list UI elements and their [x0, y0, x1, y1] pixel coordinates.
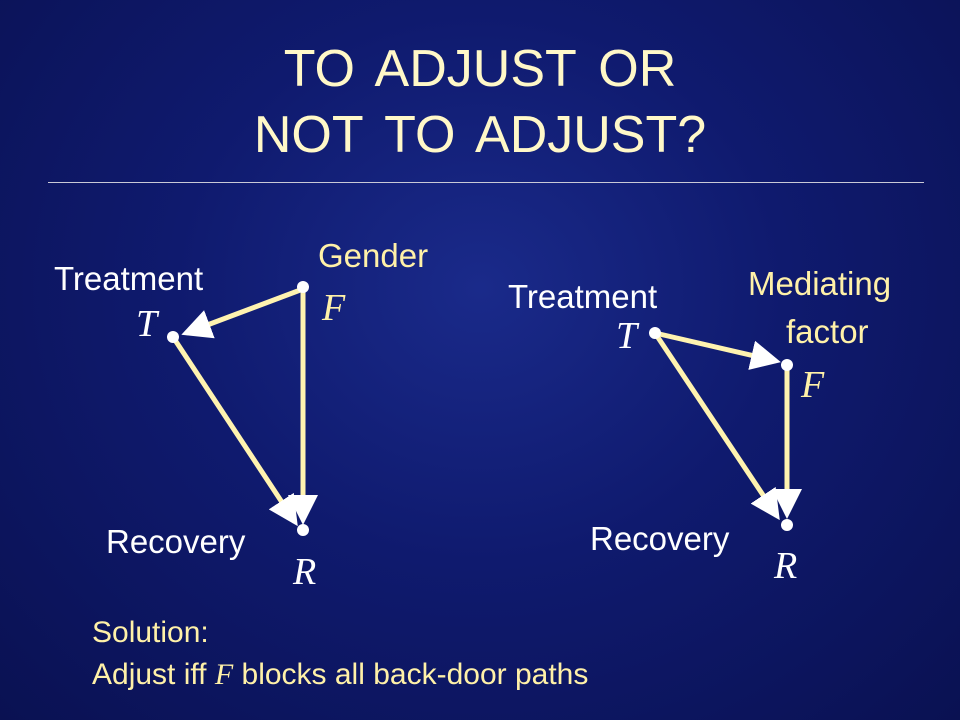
solution-text: Adjust iff F blocks all back-door paths [92, 658, 588, 692]
node-t [167, 331, 179, 343]
right-diagram: Mediating factor Treatment Recovery T F … [508, 265, 891, 587]
node-f [297, 281, 309, 293]
solution-heading: Solution: [92, 616, 209, 649]
gender-label: Gender [318, 237, 428, 274]
edge-f-to-t [181, 286, 304, 339]
edge-t-to-f [654, 330, 781, 370]
solution-text-suffix: blocks all back-door paths [233, 658, 589, 691]
edge-t-to-r [170, 335, 298, 527]
solution-text-prefix: Adjust iff [92, 658, 215, 691]
var-t: T [616, 315, 640, 357]
edge-t-to-r [652, 331, 780, 521]
title-divider [48, 182, 924, 183]
mediating-label-line2: factor [786, 313, 869, 350]
recovery-label: Recovery [106, 523, 246, 560]
var-f: F [800, 364, 825, 406]
node-f [781, 359, 793, 371]
slide-title-line2: NOT TO ADJUST? [253, 106, 707, 164]
node-t [649, 327, 661, 339]
solution-text-var: F [214, 658, 234, 691]
var-r: R [292, 551, 316, 593]
var-f: F [321, 287, 346, 329]
node-r [297, 524, 309, 536]
recovery-label: Recovery [590, 520, 730, 557]
treatment-label: Treatment [508, 278, 657, 315]
var-t: T [136, 303, 160, 345]
treatment-label: Treatment [54, 260, 203, 297]
slide-title-line1: TO ADJUST OR [283, 40, 677, 98]
var-r: R [773, 545, 797, 587]
node-r [781, 519, 793, 531]
mediating-label-line1: Mediating [748, 265, 891, 302]
left-diagram: Gender Treatment Recovery T F R [54, 237, 428, 593]
